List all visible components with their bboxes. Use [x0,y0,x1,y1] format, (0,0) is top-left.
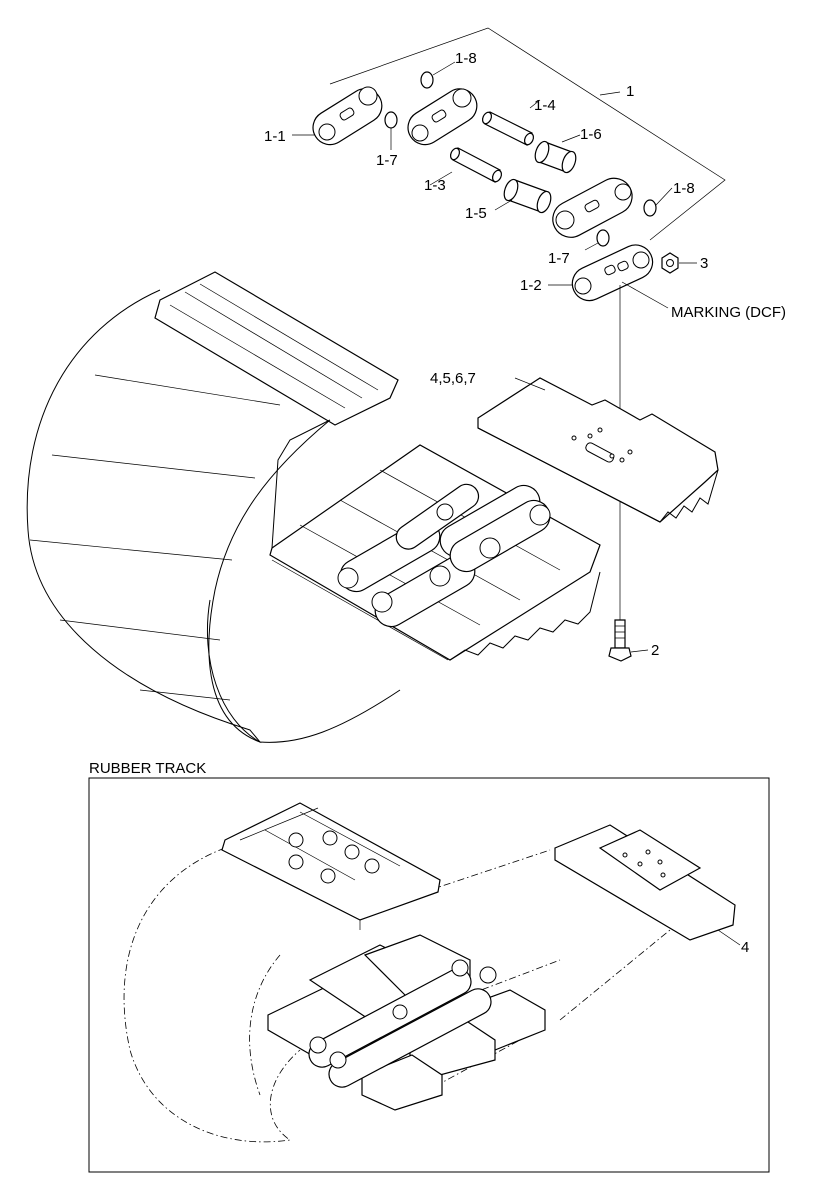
track-shoe-top [154,271,399,426]
label-1: 1 [626,83,634,100]
rubber-track-loop [123,847,301,1143]
rubber-pad-top [221,802,441,930]
washer-1-7-lower [596,229,610,247]
label-4: 4 [741,939,749,956]
steel-track-assembly [26,271,601,744]
label-2: 2 [651,642,659,659]
link-middle-right [552,177,633,238]
label-1-8-right: 1-8 [673,180,695,197]
label-1-7-left: 1-7 [376,152,398,169]
leader-lines [292,61,697,653]
rubber-shoe-item-4 [554,824,736,941]
pin-1-4 [481,111,535,146]
link-upper-right [407,88,478,146]
label-1-3: 1-3 [424,177,446,194]
washer-1-8-top [420,71,434,89]
bushing-1-6 [534,140,577,174]
label-1-7-lower: 1-7 [548,250,570,267]
label-4567: 4,5,6,7 [430,370,476,387]
nut-3 [661,252,679,274]
rubber-track-frame [88,777,770,1173]
washer-1-8-right [643,199,657,217]
track-chain-section [269,444,601,661]
rubber-track-section: RUBBER TRACK [88,760,770,1173]
track-loop-outline [26,289,331,744]
group-frame-1 [329,27,726,241]
label-1-4: 1-4 [534,97,556,114]
link-1-2 [571,244,654,302]
label-1-8-top: 1-8 [455,50,477,67]
washer-1-7-left [384,111,398,129]
pin-1-3 [449,147,503,183]
rubber-track-chain [267,934,546,1111]
labels: 1-8 1-4 1 1-1 1-7 1-6 1-3 1-5 1-8 1-7 3 … [264,50,786,659]
bushing-1-5 [503,178,552,214]
label-marking: MARKING (DCF) [671,304,786,321]
rubber-track-title: RUBBER TRACK [89,760,206,777]
link-1-1 [312,86,383,146]
track-shoe-item-4567 [477,377,719,523]
label-1-1: 1-1 [264,128,286,145]
label-1-2: 1-2 [520,277,542,294]
exploded-link-parts [312,27,726,662]
label-1-6: 1-6 [580,126,602,143]
label-1-5: 1-5 [465,205,487,222]
label-3: 3 [700,255,708,272]
bolt-2 [608,619,632,662]
